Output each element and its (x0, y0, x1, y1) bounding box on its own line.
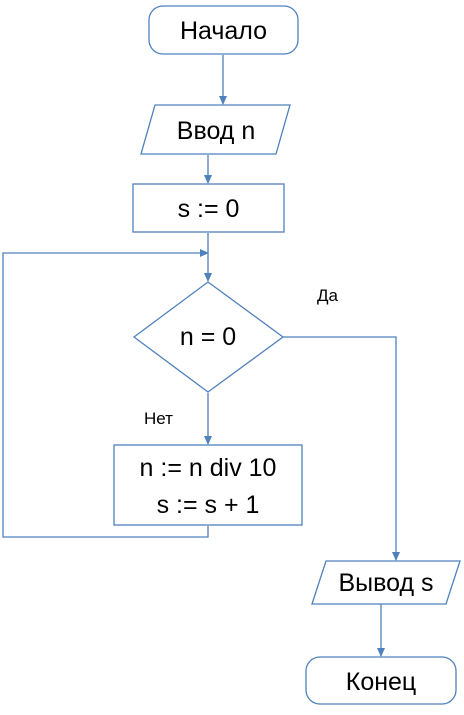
loop-body-line2: s := s + 1 (157, 491, 260, 519)
yes-label: Да (317, 286, 339, 305)
start-label: Начало (180, 17, 267, 45)
condition-decision: n = 0 (132, 281, 285, 393)
no-label: Нет (144, 409, 173, 428)
input-label: Ввод n (177, 117, 255, 145)
input-parallelogram: Ввод n (140, 104, 291, 155)
loop-body-process: n := n div 10 s := s + 1 (113, 444, 303, 526)
output-parallelogram: Вывод s (311, 560, 461, 605)
connector-loop-back (2, 249, 209, 538)
loop-body-line1: n := n div 10 (140, 454, 277, 482)
connector-condition-yes-to-output (283, 336, 400, 561)
output-label: Вывод s (338, 569, 433, 597)
start-terminator: Начало (148, 5, 299, 55)
init-label: s := 0 (178, 195, 240, 223)
end-terminator: Конец (305, 656, 457, 705)
condition-label: n = 0 (180, 323, 236, 351)
init-process: s := 0 (132, 183, 285, 233)
end-label: Конец (346, 668, 417, 696)
